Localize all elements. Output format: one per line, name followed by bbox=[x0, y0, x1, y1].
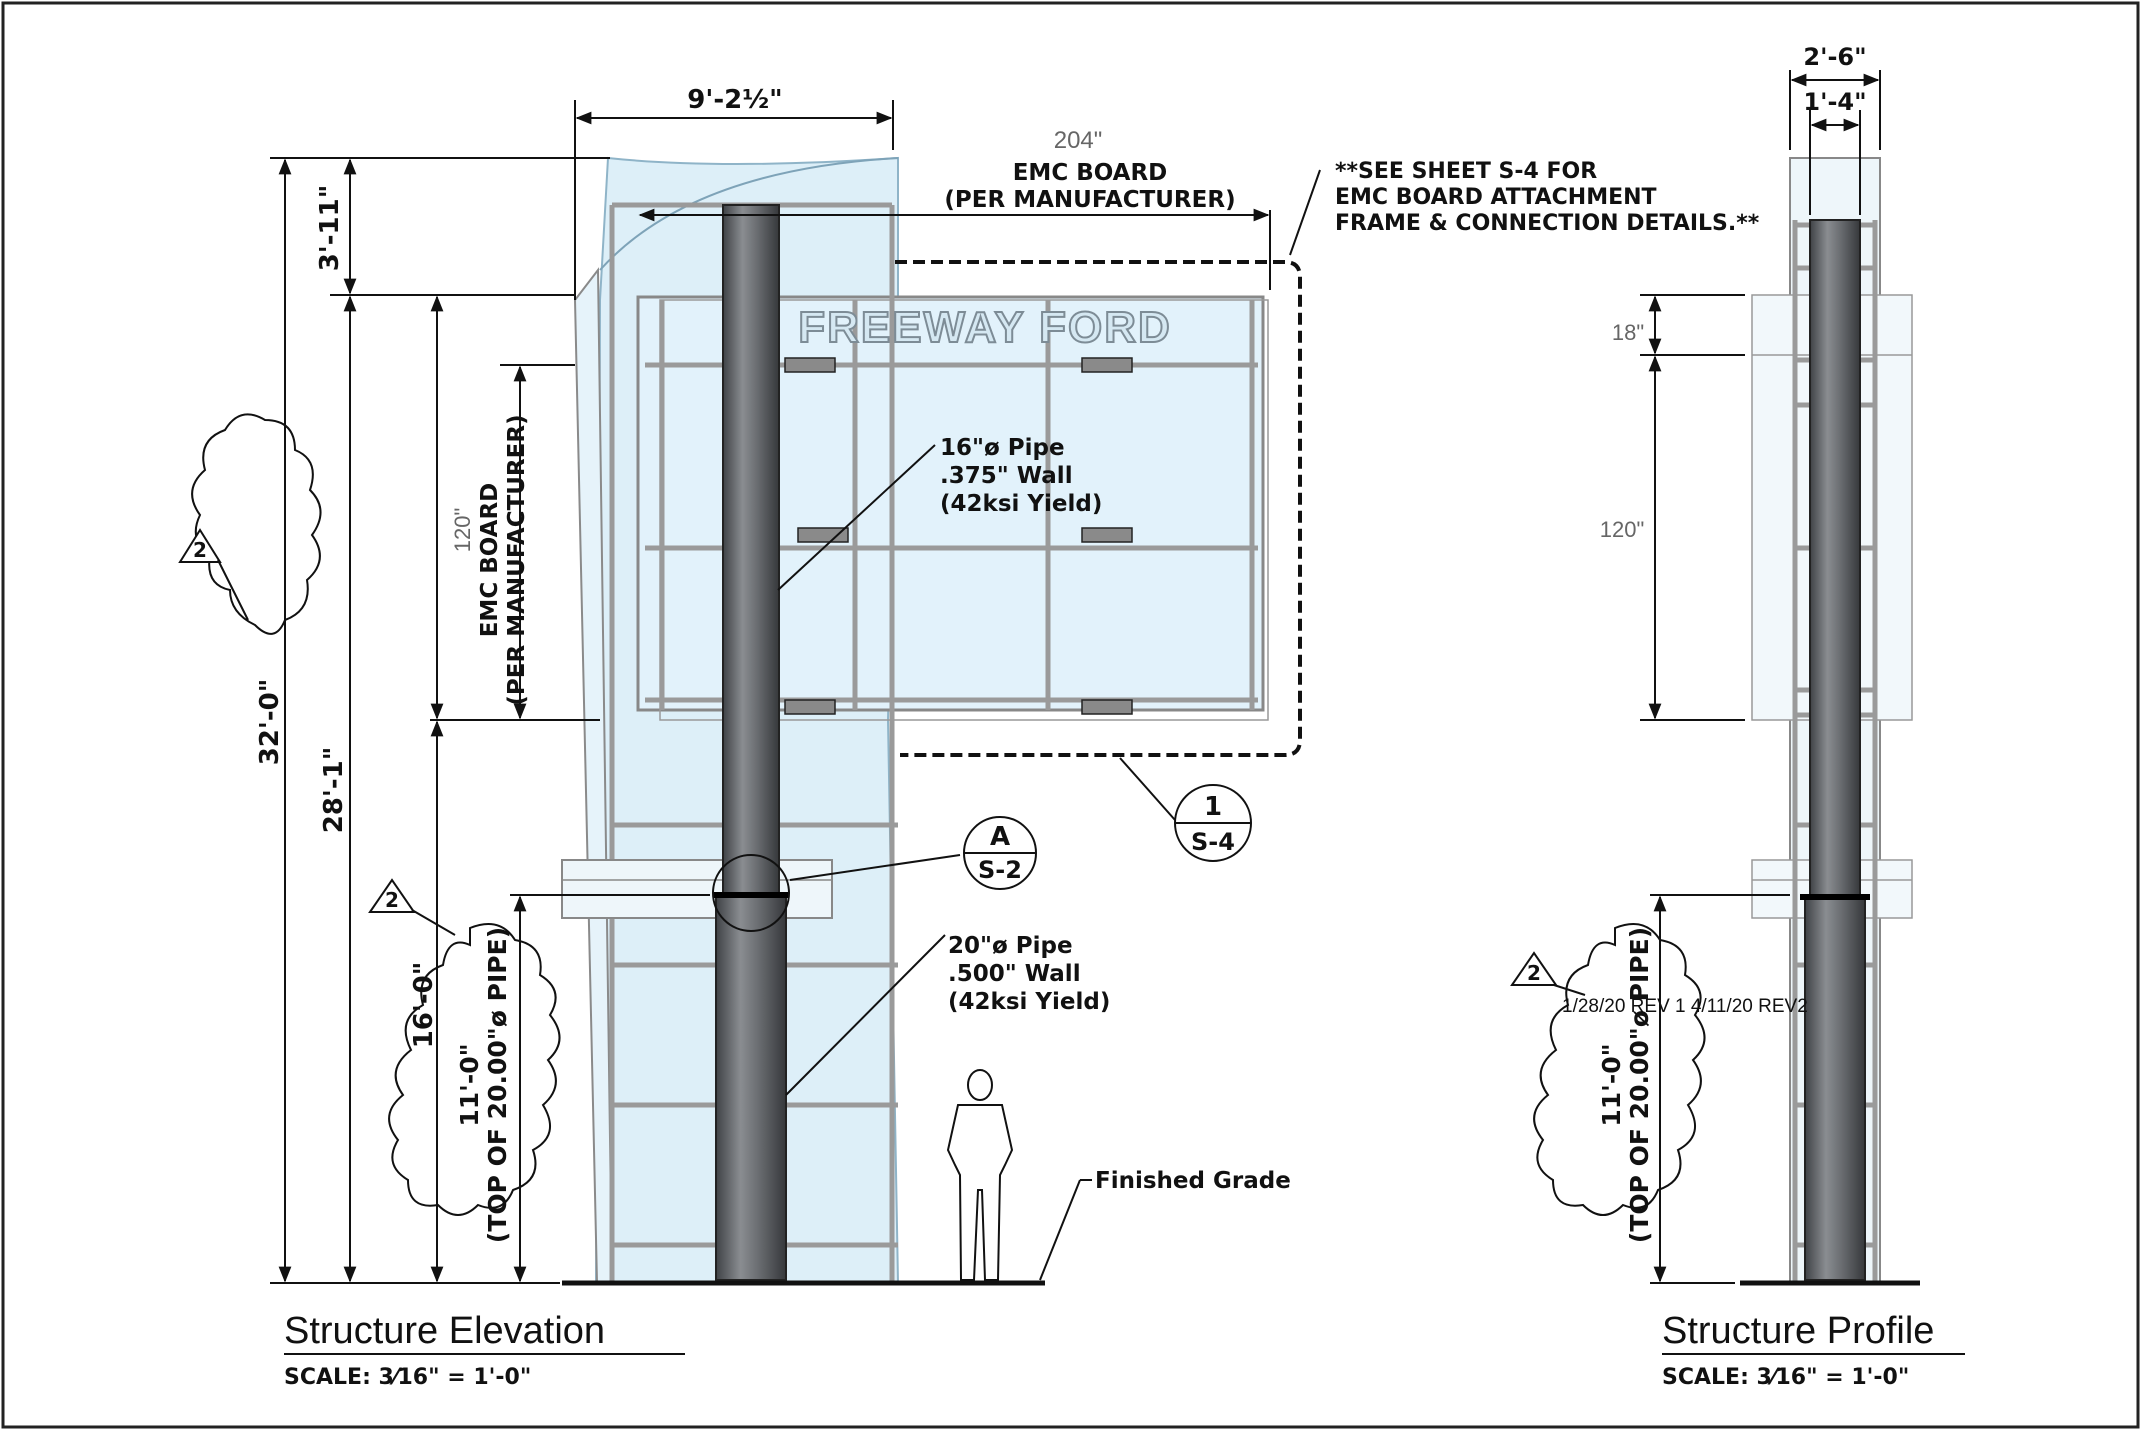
finished-grade-label: Finished Grade bbox=[1095, 1168, 1291, 1194]
attachment-brackets bbox=[784, 357, 1133, 715]
note-line-2: EMC BOARD ATTACHMENT bbox=[1335, 185, 1657, 210]
elevation-title: Structure Elevation bbox=[284, 1310, 605, 1352]
dim-board-height-label-1: EMC BOARD bbox=[477, 483, 503, 638]
revision-cloud-pipe-top bbox=[388, 923, 561, 1216]
dim-board-height-value: 120" bbox=[450, 508, 475, 553]
pipe-16in bbox=[722, 204, 780, 896]
profile-pipe-top-1: 11'-0" bbox=[1597, 1043, 1626, 1126]
pipe16-line-3: (42ksi Yield) bbox=[940, 491, 1102, 517]
detail-boundary bbox=[895, 260, 1302, 757]
profile-outer-width: 2'-6" bbox=[1803, 43, 1866, 71]
pipe16-line-1: 16"ø Pipe bbox=[940, 435, 1065, 461]
dim-board-height-label-2: (PER MANUFACTURER) bbox=[504, 414, 530, 705]
structure-elevation: FREEWAY FORD 9'-2½" 204" bbox=[178, 85, 1760, 1390]
revision-cloud-overall bbox=[191, 413, 322, 635]
pipe-20in bbox=[715, 894, 787, 1281]
callout-1-top: 1 bbox=[1204, 792, 1222, 822]
profile-inner-width: 1'-4" bbox=[1803, 88, 1866, 116]
dim-top-width-text: 9'-2½" bbox=[687, 85, 782, 115]
pipe20-line-3: (42ksi Yield) bbox=[948, 989, 1110, 1015]
dim-top-height: 3'-11" bbox=[315, 185, 345, 272]
profile-title: Structure Profile bbox=[1662, 1310, 1934, 1352]
rev-tag-pipe-top: 2 bbox=[385, 888, 399, 912]
note-line-3: FRAME & CONNECTION DETAILS.** bbox=[1335, 211, 1760, 236]
mid-cabinet bbox=[561, 859, 833, 919]
dim-board-width-label-2: (PER MANUFACTURER) bbox=[944, 187, 1235, 213]
profile-cabinet-top: 18" bbox=[1612, 320, 1644, 345]
elevation-scale: SCALE: 3⁄16" = 1'-0" bbox=[284, 1365, 531, 1390]
dim-overall-height-rev: 32'-0" bbox=[255, 679, 285, 766]
pipe16-line-2: .375" Wall bbox=[940, 463, 1073, 489]
profile-pipe-20in bbox=[1804, 894, 1866, 1281]
profile-pipe-16in bbox=[1809, 219, 1861, 896]
person-scale-figure bbox=[946, 1069, 1014, 1281]
pipe20-line-1: 20"ø Pipe bbox=[948, 933, 1073, 959]
callout-a-top: A bbox=[990, 822, 1010, 852]
callout-a-bottom: S-2 bbox=[978, 856, 1022, 884]
dim-board-width bbox=[638, 208, 1271, 290]
detail-circle-a bbox=[712, 854, 790, 932]
dim-pipe-top-1: 11'-0" bbox=[455, 1043, 484, 1126]
profile-board-height: 120" bbox=[1600, 517, 1645, 542]
dim-board-width-value: 204" bbox=[1054, 127, 1103, 154]
structure-profile: 2'-6" 1'-4" 18" 120" 11'-0" (TOP OF 20.0… bbox=[1510, 43, 1965, 1390]
profile-pipe-top-2: (TOP OF 20.00"ø PIPE) bbox=[1625, 927, 1654, 1243]
dim-pipe-top-2: (TOP OF 20.00"ø PIPE) bbox=[483, 927, 512, 1243]
profile-scale: SCALE: 3⁄16" = 1'-0" bbox=[1662, 1365, 1909, 1390]
dim-vertical-lines bbox=[270, 157, 710, 1284]
dim-top-width bbox=[574, 100, 894, 300]
callout-1-bottom: S-4 bbox=[1191, 828, 1235, 856]
profile-dims bbox=[1640, 70, 1881, 1284]
profile-revision-cloud bbox=[1533, 923, 1706, 1216]
dim-board-width-label-1: EMC BOARD bbox=[1013, 160, 1168, 186]
rev-tag-overall: 2 bbox=[193, 538, 207, 562]
pipe20-line-2: .500" Wall bbox=[948, 961, 1081, 987]
profile-rev-tag: 2 bbox=[1527, 961, 1541, 985]
dim-overall-height: 28'-1" bbox=[319, 747, 349, 834]
note-line-1: **SEE SHEET S-4 FOR bbox=[1335, 159, 1597, 184]
profile-rev-note: 1/28/20 REV 1 4/11/20 REV2 bbox=[1562, 996, 1808, 1017]
sign-text: FREEWAY FORD bbox=[798, 303, 1172, 352]
column-top-curve bbox=[599, 157, 899, 271]
